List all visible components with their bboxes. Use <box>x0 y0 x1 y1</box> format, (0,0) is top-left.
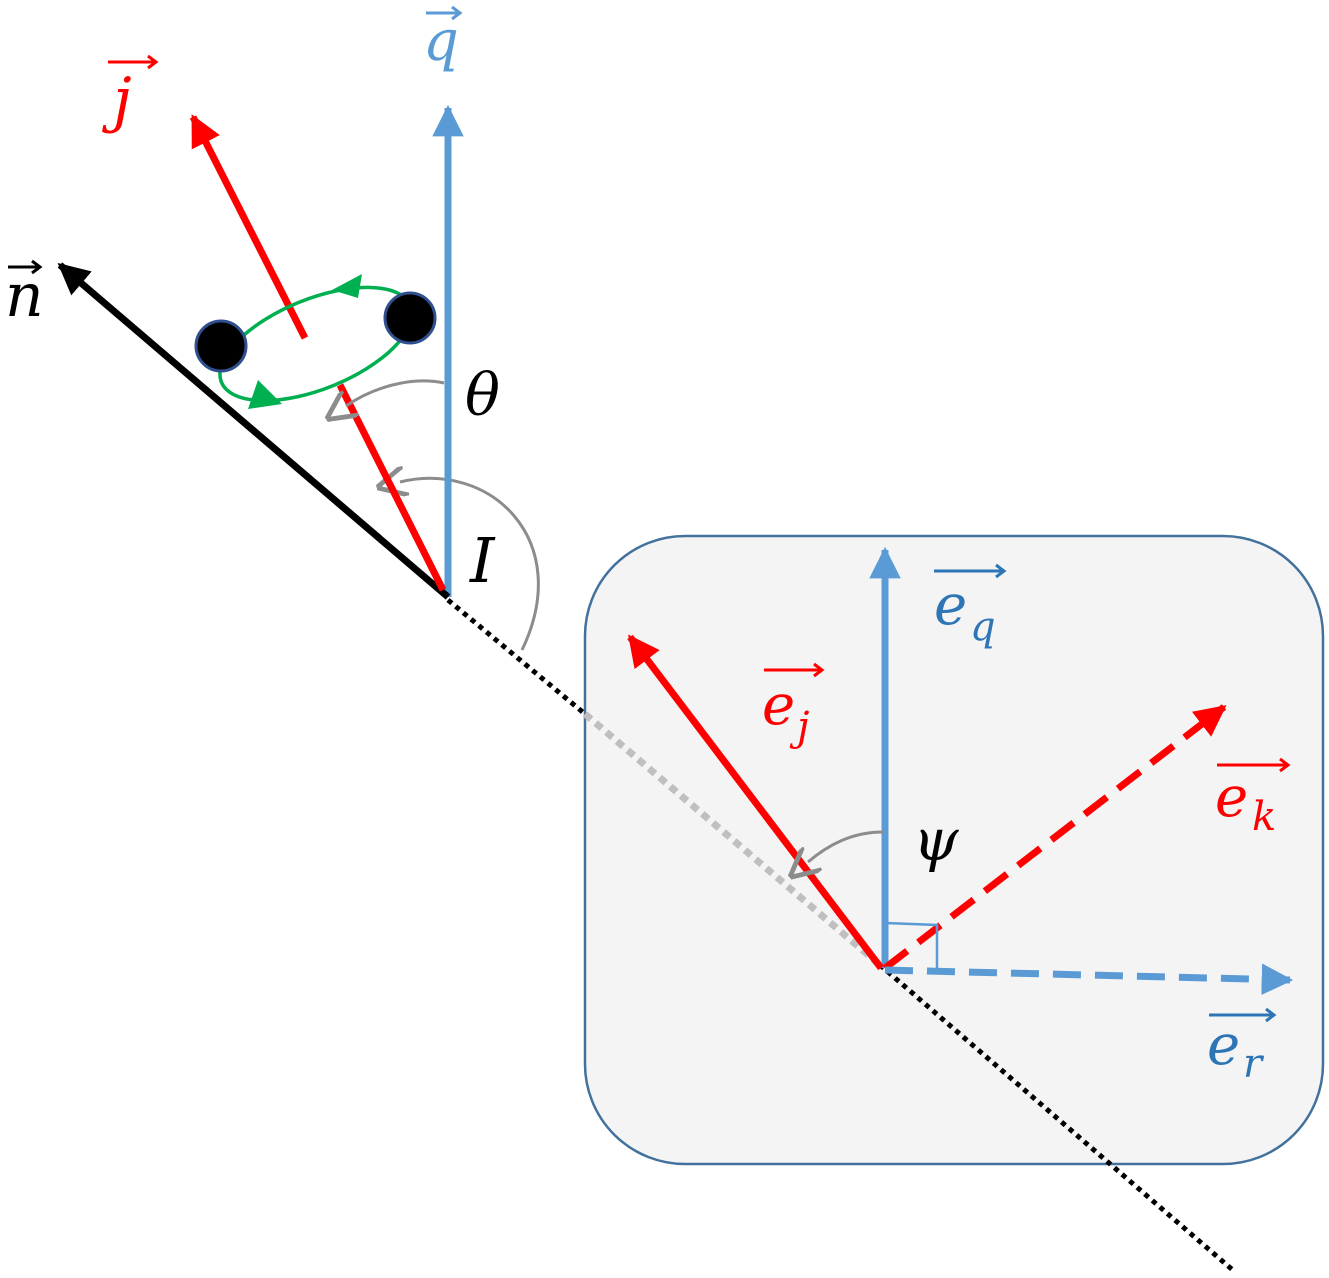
angle-theta-arc <box>346 379 445 406</box>
angle-I-arc <box>400 478 540 651</box>
label-e-r-base: e <box>1207 1013 1240 1078</box>
line-of-nodes-inside-panel <box>582 711 883 968</box>
label-e-q-sub: q <box>970 604 996 650</box>
label-n-text: n <box>5 261 44 331</box>
label-e-k: e k <box>1215 757 1291 840</box>
label-e-k-sub: k <box>1252 794 1276 840</box>
label-n: n <box>5 259 44 331</box>
line-of-nodes-upper <box>446 598 587 716</box>
label-e-q: e q <box>934 563 1007 650</box>
label-e-j-base: e <box>762 673 795 738</box>
label-I: I <box>469 524 496 597</box>
label-j: j <box>102 54 159 135</box>
label-q: q <box>423 5 463 74</box>
inset-panel <box>583 534 1325 1166</box>
label-j-text: j <box>102 65 132 135</box>
label-psi: ψ <box>913 806 959 874</box>
line-of-nodes-lower <box>878 963 1237 1274</box>
label-theta: θ <box>465 361 500 429</box>
vector-n-arrow <box>57 262 451 600</box>
label-e-q-base: e <box>934 573 967 638</box>
right-angle-marker-ek <box>884 921 939 972</box>
orbit-body-left <box>194 319 248 373</box>
orbit-body-right <box>383 291 437 345</box>
label-e-r: e r <box>1207 1007 1277 1087</box>
vector-j-upper-arrow <box>189 114 309 340</box>
vector-j-lower-arrow <box>336 383 447 592</box>
orbit-direction-arrow-top <box>332 274 362 298</box>
orbit-direction-arrow-bottom <box>248 380 282 409</box>
vector-e-k-arrow <box>882 704 1227 971</box>
label-e-r-sub: r <box>1243 1041 1265 1087</box>
vector-e-j-arrow <box>627 634 884 971</box>
label-e-j: e j <box>762 662 825 750</box>
label-q-text: q <box>423 9 459 74</box>
label-e-k-base: e <box>1215 765 1248 830</box>
angle-psi-arc <box>808 830 884 862</box>
vector-e-r-arrow <box>884 963 1294 996</box>
